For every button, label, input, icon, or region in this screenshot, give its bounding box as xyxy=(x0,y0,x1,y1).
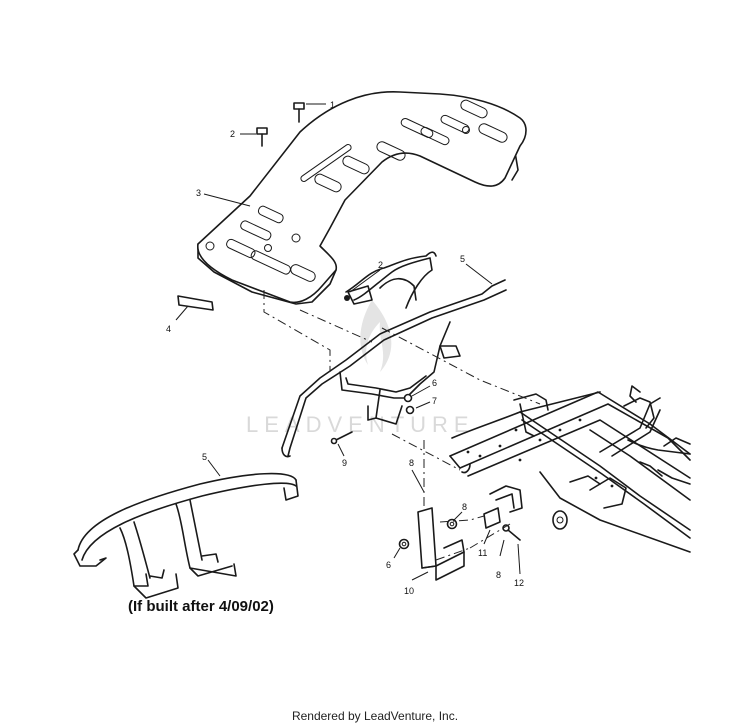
callout-5-upper: 5 xyxy=(460,254,465,264)
bolt-1 xyxy=(293,102,305,123)
callout-1: 1 xyxy=(330,100,335,110)
callout-8-middle: 8 xyxy=(462,502,467,512)
callout-labels: 1 2 3 4 2 5 6 7 9 8 5 8 6 11 8 12 10 xyxy=(166,100,524,596)
callout-8-lower: 8 xyxy=(496,570,501,580)
callout-2-bracket: 2 xyxy=(378,260,383,270)
rear-bumper-variant xyxy=(73,472,299,599)
mount-plate xyxy=(344,251,437,301)
callout-11: 11 xyxy=(478,548,487,558)
frame-clamp xyxy=(489,485,523,513)
vehicle-frame xyxy=(449,385,691,553)
spacer-11 xyxy=(483,507,501,529)
support-bracket xyxy=(281,257,507,458)
footer-credit: Rendered by LeadVenture, Inc. xyxy=(291,709,459,723)
nut-6-upper xyxy=(403,393,413,403)
callout-3: 3 xyxy=(196,188,201,198)
rack-panel xyxy=(197,91,527,305)
callout-2: 2 xyxy=(230,129,235,139)
callout-6-upper: 6 xyxy=(432,378,437,388)
callout-9: 9 xyxy=(342,458,347,468)
reflector-4 xyxy=(177,295,214,311)
callout-6-lower: 6 xyxy=(386,560,391,570)
nut-8-lower xyxy=(446,518,458,530)
callout-8-upper: 8 xyxy=(409,458,414,468)
bracket-10 xyxy=(417,507,465,581)
callout-5-lower: 5 xyxy=(202,452,207,462)
watermark-logo: LEADVENTURE xyxy=(246,300,475,437)
nut-6-lower xyxy=(398,538,410,550)
leader-lines xyxy=(175,103,521,581)
assembly-lines xyxy=(263,290,541,561)
bolt-9 xyxy=(330,431,353,445)
callout-12: 12 xyxy=(514,578,524,588)
callout-4: 4 xyxy=(166,324,171,334)
variant-caption: (If built after 4/09/02) xyxy=(128,598,274,615)
callout-10: 10 xyxy=(404,586,414,596)
callout-7: 7 xyxy=(432,396,437,406)
bolt-2 xyxy=(256,127,268,147)
washer-7 xyxy=(405,405,415,415)
watermark-text: LEADVENTURE xyxy=(246,412,475,437)
